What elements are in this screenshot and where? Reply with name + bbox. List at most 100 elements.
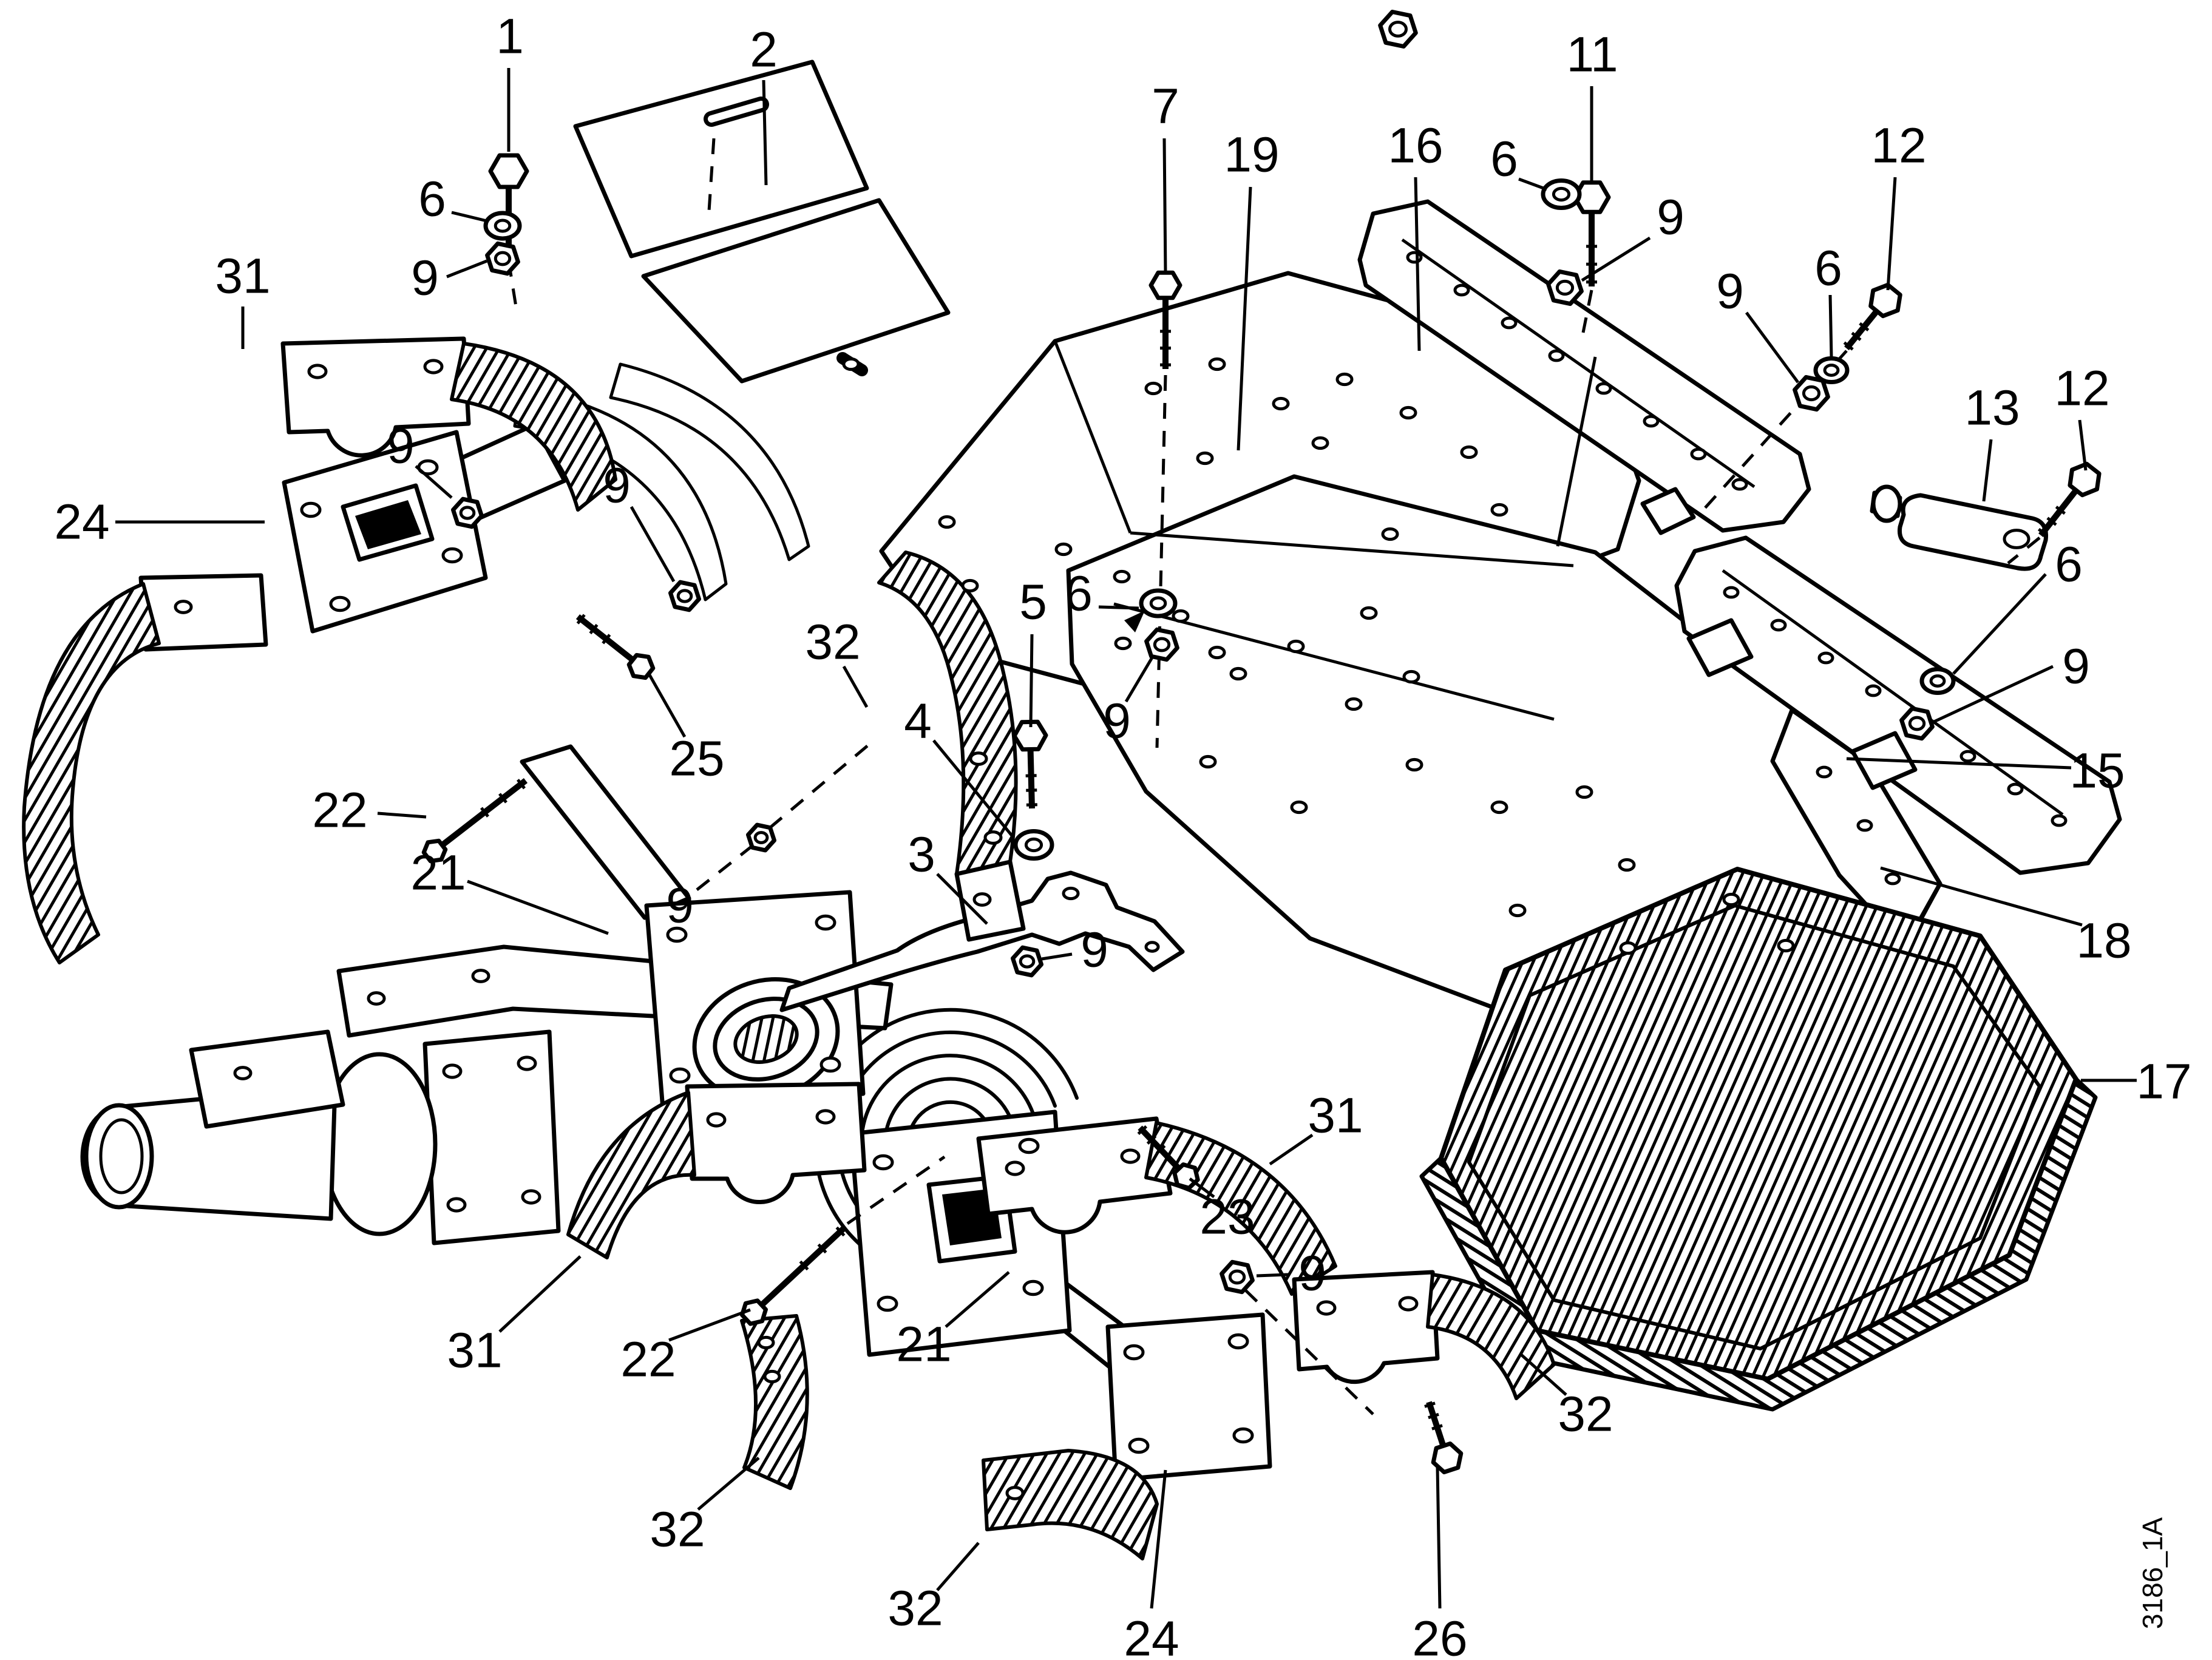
callout-2-1: 2 (750, 22, 778, 78)
callout-11-6: 11 (1566, 27, 1618, 83)
callout-leader-32 (1520, 1353, 1567, 1396)
assembly-axis-line (1155, 374, 1167, 748)
hex-nut (746, 822, 776, 853)
bolt-hole (1062, 886, 1080, 901)
bolt-thread (1843, 341, 1854, 351)
shaft-bore (99, 1118, 144, 1194)
tine-spiral (813, 1008, 1079, 1249)
drawing-number: 3186_1A (2137, 1517, 2168, 1629)
bolt-hole (1490, 800, 1508, 815)
bolt-hole (757, 1335, 775, 1350)
bolt-hole (1022, 1279, 1044, 1296)
clevis-body (1897, 493, 2049, 571)
bolt-hole (1501, 316, 1518, 330)
fold-line (1113, 602, 1555, 721)
washer-bore (1552, 186, 1571, 202)
callout-15-15: 15 (2069, 744, 2125, 799)
bolt-hole (1402, 669, 1420, 684)
callout-leader-22 (377, 811, 427, 819)
callout-leader-21 (945, 1271, 1010, 1328)
bolt-thread (589, 623, 599, 635)
tine-31-bar (685, 1082, 867, 1204)
callout-17-17: 17 (2136, 1054, 2191, 1109)
bolt-hole (1731, 478, 1748, 491)
callout-leader-9 (415, 465, 453, 499)
bolt-head (626, 652, 656, 680)
tine-31-blade (566, 1091, 696, 1259)
bolt-hole (442, 1063, 463, 1079)
bolt-hole (1643, 415, 1660, 428)
callout-leader-2 (762, 80, 768, 186)
bolt-hole (1005, 1486, 1025, 1500)
callout-9-9: 9 (1716, 264, 1744, 319)
bolt-thread (835, 1226, 846, 1237)
bolt-hole (1113, 569, 1131, 584)
callout-leader-32 (936, 1542, 980, 1591)
bolt-hole (1196, 451, 1214, 466)
callout-32-41: 32 (887, 1581, 943, 1636)
bolt-hole (1959, 750, 1976, 763)
callout-12-8: 12 (1871, 118, 1926, 174)
callout-leader-6 (1828, 294, 1833, 357)
callout-26-44: 26 (1412, 1611, 1467, 1660)
washer-bore (1823, 364, 1840, 377)
bolt-thread (799, 1260, 809, 1271)
callout-leader-9 (696, 842, 756, 891)
bolt-hole (521, 1189, 541, 1205)
callout-5-29: 5 (1019, 575, 1047, 630)
bolt-hole (763, 1369, 781, 1384)
bolt-hole (877, 1295, 898, 1312)
shaft-collar (321, 1052, 438, 1236)
bolt-thread (1428, 1412, 1439, 1420)
callout-leader-22 (668, 1308, 751, 1342)
lower-bracket (189, 1029, 345, 1129)
tine-holder-flanges (282, 422, 1272, 1482)
bolt-head (740, 1298, 768, 1326)
nut-bore (1388, 21, 1408, 38)
callout-6-33: 6 (1065, 566, 1093, 622)
nut-bore (1153, 637, 1171, 652)
bolt-head (1868, 282, 1902, 319)
shield-lower-panel (641, 198, 951, 384)
washer (1013, 829, 1054, 861)
bolt-hole (1290, 800, 1308, 815)
callout-leader-15 (1846, 757, 2072, 770)
bolt-hole (233, 1066, 253, 1080)
bolt-hole (307, 364, 328, 379)
bolt-hole (972, 892, 992, 907)
assembly-axis-line (846, 1155, 946, 1225)
tine-32-blade (982, 1449, 1159, 1560)
socket-tube (520, 744, 691, 920)
callout-leader-32 (697, 1457, 760, 1511)
bolt-hole (1144, 941, 1160, 953)
bolt-hole (1335, 372, 1354, 387)
bolt-thread (1155, 1144, 1166, 1155)
bolt-thread (1424, 1401, 1436, 1408)
bolt-thread (1431, 1424, 1443, 1431)
clevis-lever-13 (1870, 484, 2049, 571)
washer-bore (1149, 596, 1167, 611)
shield-slot-inner (708, 101, 765, 123)
assembly-axis-line (1244, 1289, 1374, 1415)
callout-9-43: 9 (1298, 1246, 1326, 1301)
callout-leader-24 (1150, 1469, 1167, 1609)
bolt-thread (1137, 1125, 1148, 1136)
callout-leader-9 (1041, 952, 1073, 961)
leader-arrowhead (1124, 611, 1145, 632)
bolt-hole (1884, 872, 1901, 886)
tine-32-blade (1426, 1273, 1556, 1400)
housing-tab (1640, 487, 1696, 535)
washer (1139, 588, 1178, 618)
nut-bore (676, 589, 693, 603)
shield-upper-panel (573, 59, 869, 259)
clevis-pin-end (1871, 484, 1902, 523)
callout-6-18: 6 (418, 172, 446, 227)
bolt-hole (1816, 765, 1833, 779)
bolt-hole (1405, 757, 1423, 772)
bolt-thread (602, 634, 611, 645)
callout-18-16: 18 (2076, 913, 2131, 969)
callout-leader-26 (1436, 1467, 1442, 1609)
bolt-hole (1114, 636, 1132, 651)
bolt-hole (1690, 447, 1707, 461)
bolt-thread (1851, 331, 1862, 341)
